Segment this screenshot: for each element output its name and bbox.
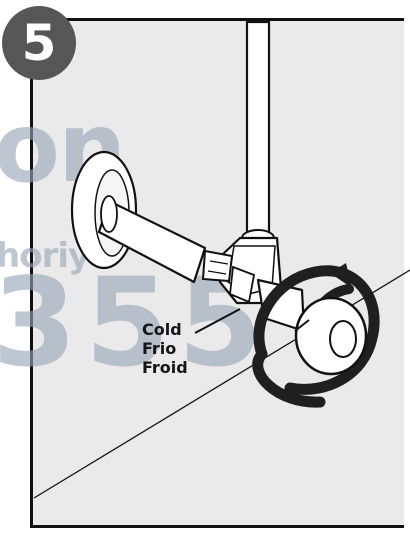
floor-line	[33, 269, 410, 499]
cold-valve-label: Cold Frio Froid	[142, 320, 188, 377]
step-number: 5	[21, 14, 57, 72]
step-number-badge: 5	[2, 6, 76, 80]
cold-label-english: Cold	[142, 320, 182, 339]
cold-label-spanish: Frio	[142, 339, 177, 358]
cold-label-french: Froid	[142, 358, 188, 377]
valve-handle	[294, 296, 368, 376]
supply-pipe	[97, 195, 207, 284]
vertical-supply-tube	[241, 20, 275, 247]
label-pointer-line	[194, 308, 241, 334]
